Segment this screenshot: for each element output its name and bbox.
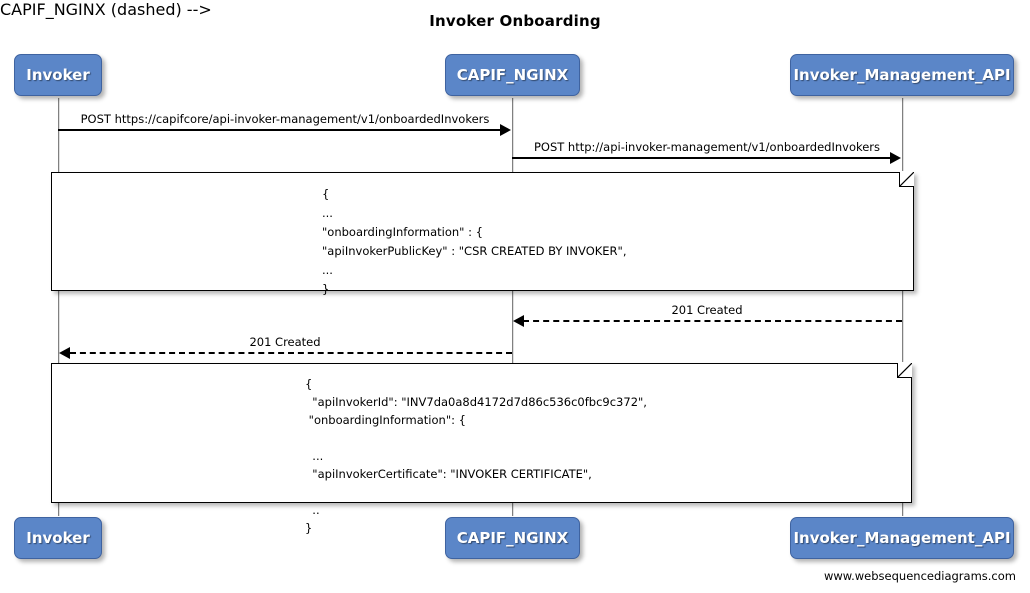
participant-capif-nginx-bottom[interactable]: CAPIF_NGINX	[445, 517, 580, 559]
message-line-4	[70, 352, 512, 354]
participant-label: Invoker	[26, 529, 90, 547]
message-label-4: 201 Created	[249, 335, 321, 349]
message-line-1	[58, 129, 501, 131]
message-label-3: 201 Created	[671, 303, 743, 317]
message-label-1: POST https://capifcore/api-invoker-manag…	[80, 112, 490, 126]
note-fold-line-icon	[899, 172, 914, 187]
lifeline-invoker-management-api	[902, 98, 903, 516]
note-response: { "apiInvokerId": "INV7da0a8d4172d7d86c5…	[51, 362, 912, 535]
lifeline-capif-nginx	[512, 98, 513, 516]
participant-invoker-bottom[interactable]: Invoker	[14, 517, 102, 559]
message-arrowhead-3	[513, 315, 524, 327]
participant-label: Invoker_Management_API	[793, 529, 1011, 547]
footer-attribution: www.websequencediagrams.com	[823, 569, 1016, 583]
participant-invoker-management-api-top[interactable]: Invoker_Management_API	[790, 54, 1014, 96]
page-title: Invoker Onboarding	[429, 12, 601, 30]
participant-capif-nginx-top[interactable]: CAPIF_NGINX	[445, 54, 580, 96]
participant-label: Invoker_Management_API	[793, 66, 1011, 84]
message-arrowhead-2	[890, 152, 901, 164]
participant-invoker-top[interactable]: Invoker	[14, 54, 102, 96]
message-label-2: POST http://api-invoker-management/v1/on…	[533, 140, 881, 154]
message-line-2	[512, 157, 891, 159]
note-request-text: { ... "onboardingInformation" : { "apiIn…	[322, 187, 627, 296]
participant-label: CAPIF_NGINX	[456, 66, 569, 84]
note-request: { ... "onboardingInformation" : { "apiIn…	[51, 171, 914, 296]
message-line-3	[523, 320, 902, 322]
participant-label: Invoker	[26, 66, 90, 84]
note-response-text: { "apiInvokerId": "INV7da0a8d4172d7d86c5…	[305, 377, 647, 535]
message-arrowhead-1	[500, 124, 511, 136]
lifeline-invoker	[58, 98, 59, 516]
participant-label: CAPIF_NGINX	[456, 529, 569, 547]
message-arrowhead-4	[59, 347, 70, 359]
participant-invoker-management-api-bottom[interactable]: Invoker_Management_API	[790, 517, 1014, 559]
note-fold-line-icon	[897, 363, 912, 378]
